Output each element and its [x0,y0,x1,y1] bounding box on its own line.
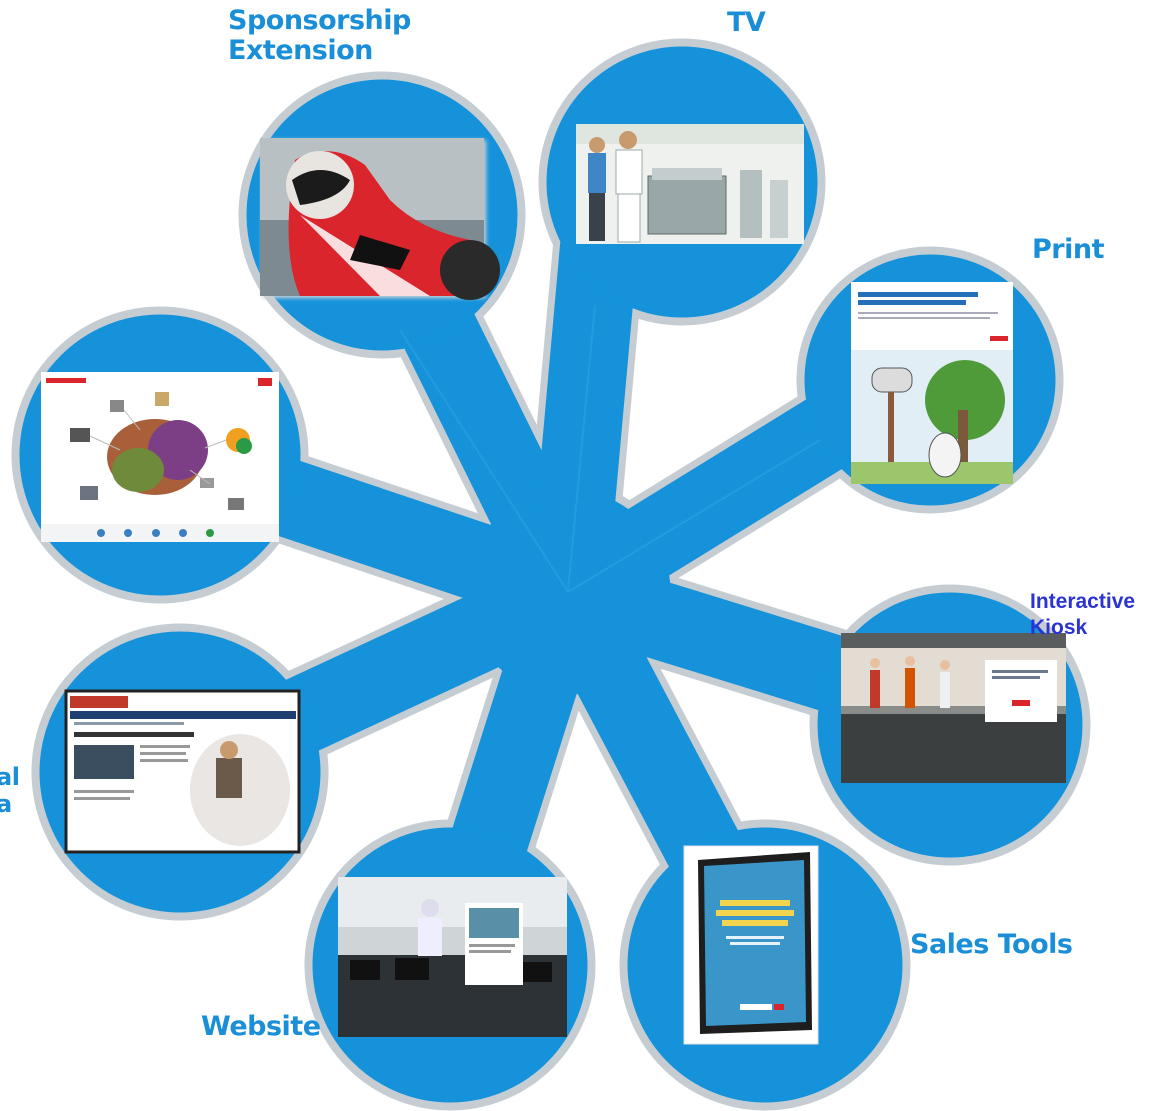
label-social-line2: a [0,789,12,818]
label-sponsorship-extension: Sponsorship Extension [228,5,411,67]
label-website-text: Website [201,1011,321,1042]
label-print-text: Print [1032,234,1105,265]
social-media-image [64,689,301,854]
sales-tools-image [683,845,819,1045]
label-social-line1: al [0,763,20,791]
brain-image [41,372,279,542]
kiosk-image [841,633,1066,783]
label-sales-tools: Sales Tools [910,929,1073,960]
label-interactive-kiosk: Interactive Kiosk [1030,589,1135,642]
label-print: Print [1032,234,1105,265]
tv-image [576,124,804,244]
website-image [338,877,567,1037]
print-image [851,282,1013,484]
label-kiosk-line1: Interactive [1030,590,1136,613]
sponsorship-image [260,138,500,300]
label-sponsorship-line2: Extension [228,35,373,67]
label-website: Website [201,1011,321,1042]
label-tv-text: TV [727,7,766,38]
label-sponsorship-line1: Sponsorship [228,5,411,36]
label-social-media-cropped: al a [0,763,20,818]
label-sales-tools-text: Sales Tools [910,929,1073,960]
label-tv: TV [727,7,766,38]
label-kiosk-line2: Kiosk [1030,616,1088,640]
